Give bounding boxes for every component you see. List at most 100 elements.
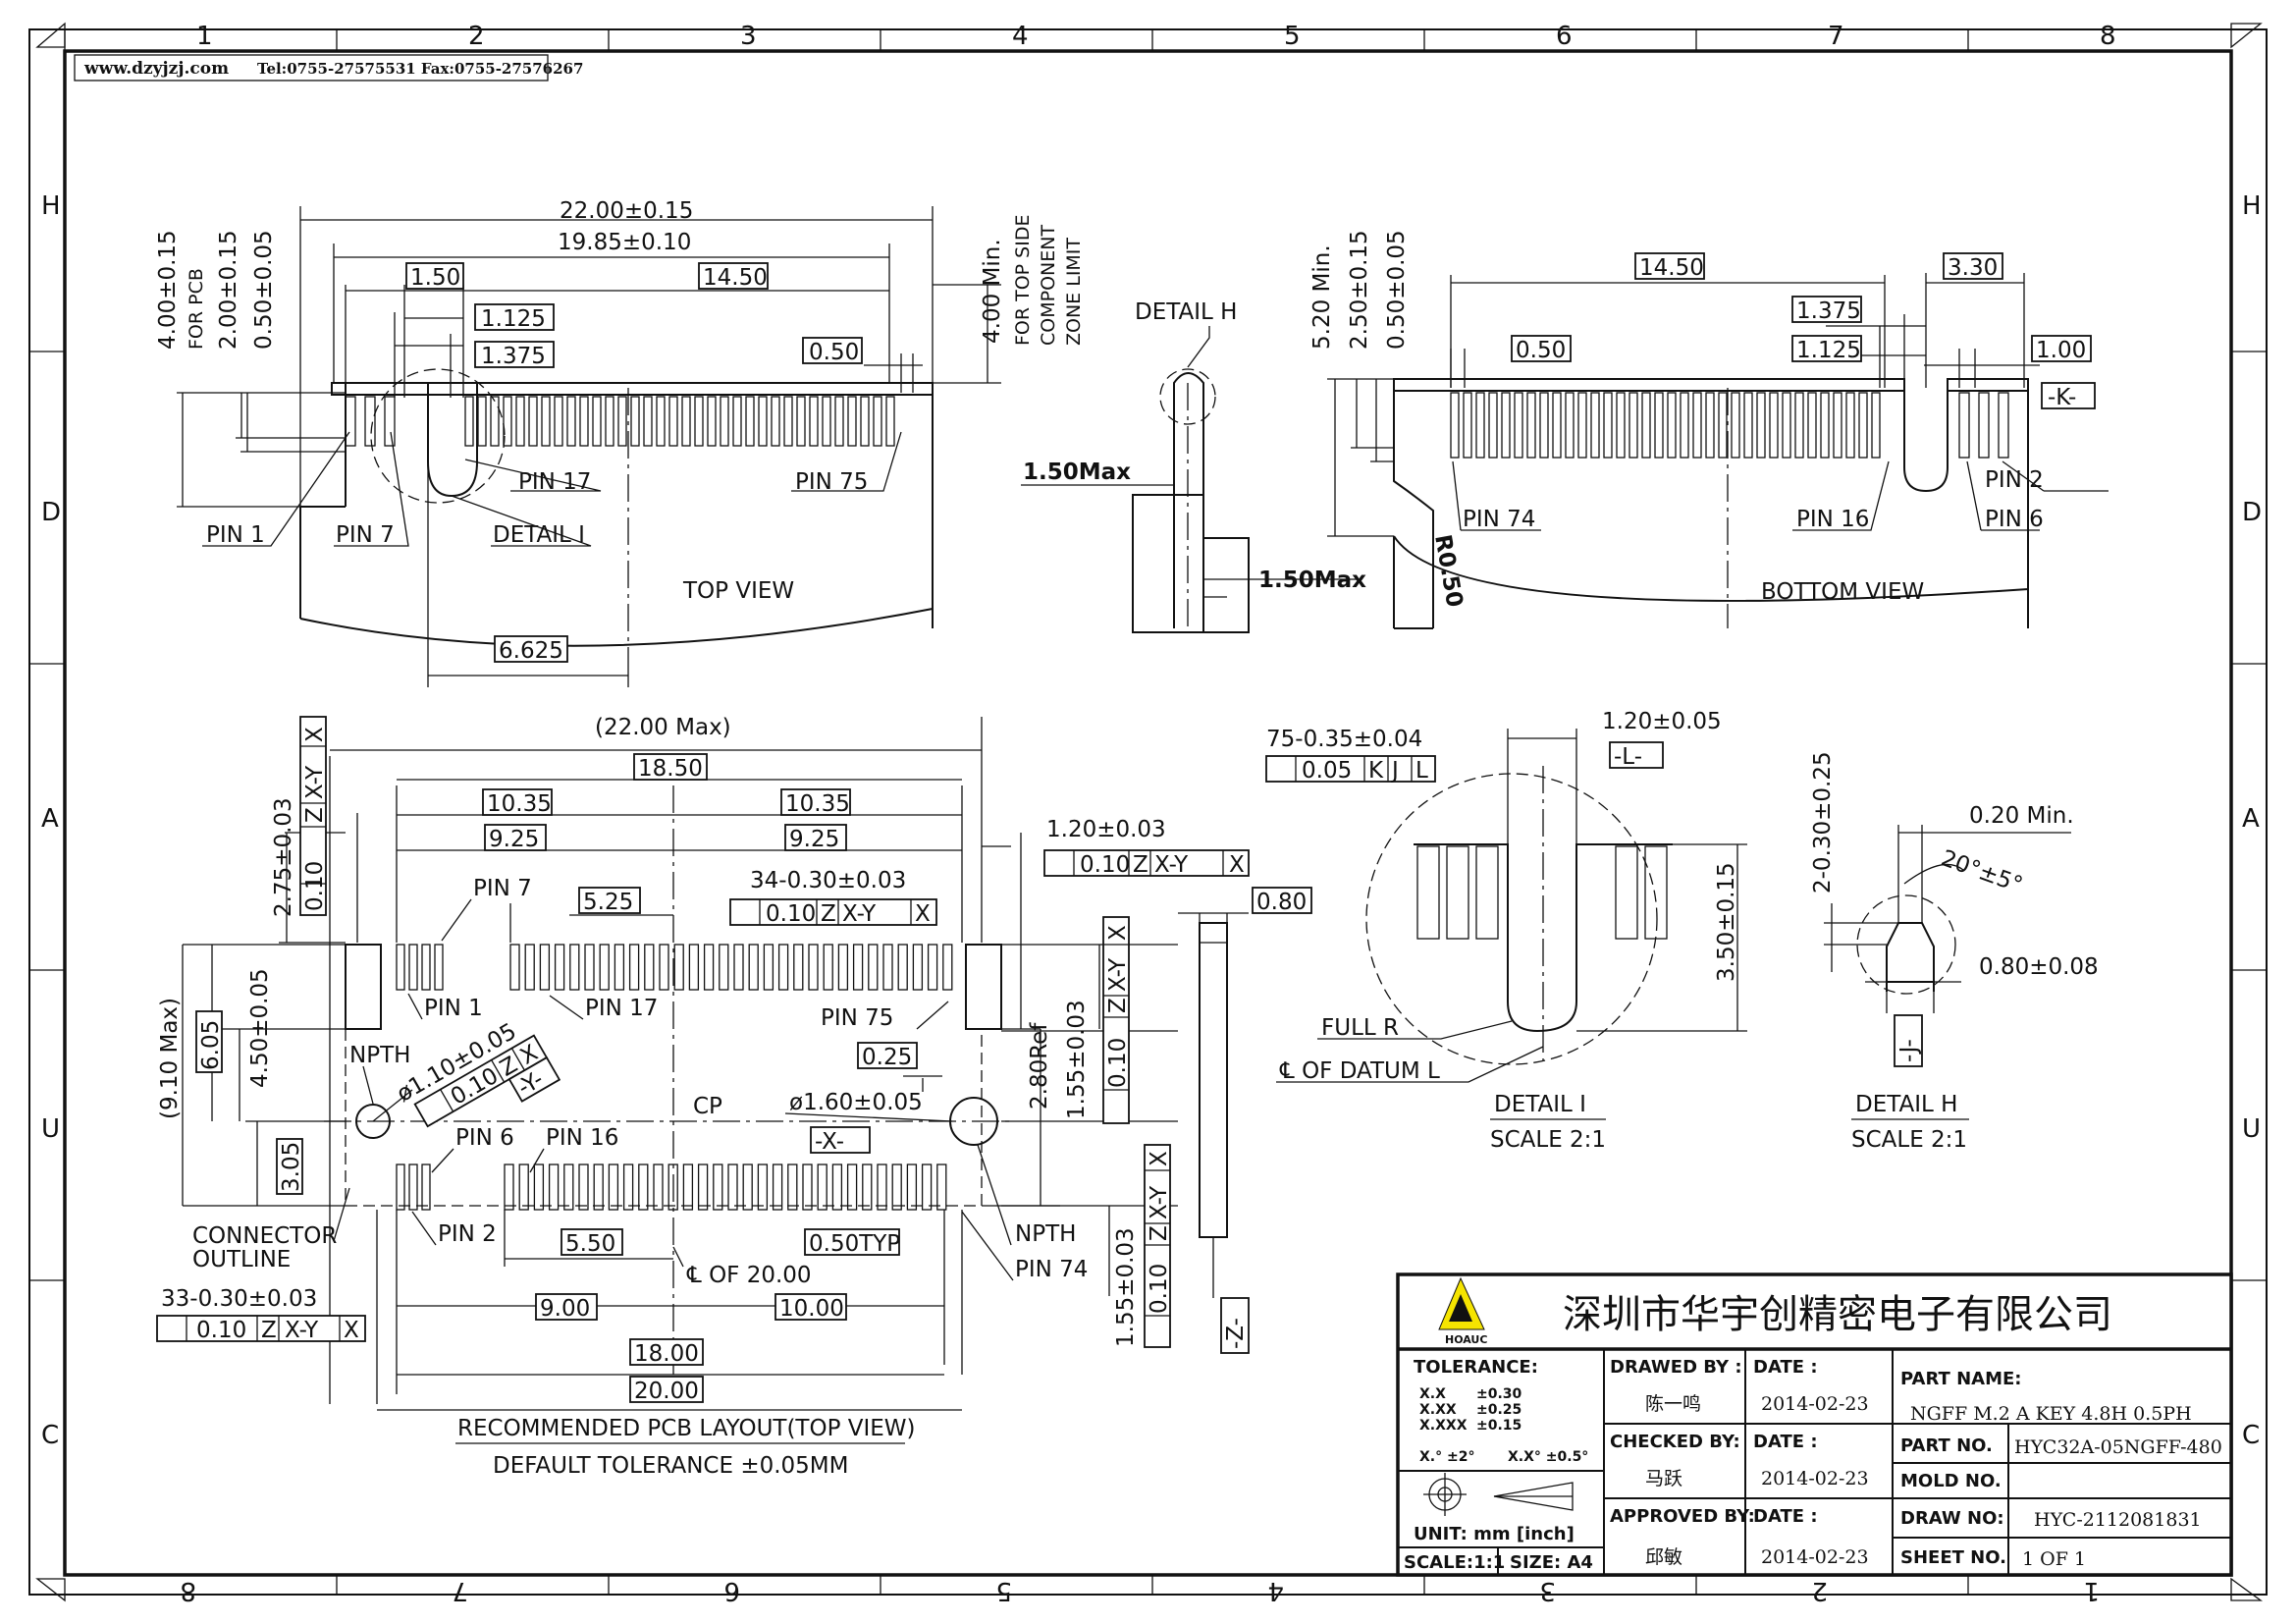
pcb-pad (554, 944, 565, 991)
checked-date: 2014-02-23 (1761, 1468, 1869, 1489)
pin-contact (873, 396, 882, 447)
pcb-dim-080: 0.80 (1256, 890, 1307, 915)
approved-date-label: DATE : (1753, 1506, 1818, 1527)
pcb-pad (408, 1164, 418, 1211)
pin-contact (1446, 845, 1469, 940)
dim-1450: 14.50 (703, 265, 768, 291)
pcb-label-pin16: PIN 16 (546, 1125, 618, 1151)
fcf-detail-i: 0.05 K J L (1265, 755, 1436, 784)
pcb-pad (936, 1164, 947, 1211)
pin-contact (1718, 392, 1728, 459)
sheet-no-value: 1 OF 1 (2022, 1548, 2086, 1570)
pin-contact (745, 396, 755, 447)
fcf-z: Z (302, 807, 328, 823)
pcb-dim-1800: 18.00 (634, 1341, 699, 1367)
dim-400: 4.00±0.15 (155, 230, 181, 350)
pcb-pad (421, 1164, 431, 1211)
fcf-tol: 0.10 (766, 901, 816, 927)
contact-text: Tel:0755-27575531 Fax:0755-27576267 (257, 60, 583, 78)
fcf-right-vertical-2: 0.10 Z X-Y X (1144, 1144, 1172, 1348)
pcb-pad (802, 1164, 813, 1211)
part-name-label: PART NAME: (1900, 1369, 2021, 1389)
pcb-pad (593, 1164, 604, 1211)
fcf-x: X (344, 1318, 359, 1343)
fcf-x: X (1147, 1151, 1172, 1166)
pcb-pad (787, 1164, 798, 1211)
dim-050v: 0.50±0.05 (251, 230, 277, 350)
pcb-pad (682, 1164, 694, 1211)
pcb-pad (891, 1164, 902, 1211)
pin-contact (1692, 392, 1702, 459)
fcf-x: X (1105, 925, 1131, 941)
detail-i-title: DETAIL I (1494, 1092, 1586, 1117)
sheet-no-label: SHEET NO. (1900, 1547, 2006, 1568)
pcb-pad (578, 1164, 589, 1211)
fcf-x: X (1229, 852, 1245, 878)
pcb-pad (727, 1164, 738, 1211)
pin-contact (1488, 392, 1498, 459)
fcf-z: Z (1133, 852, 1148, 878)
pin-contact (1501, 392, 1511, 459)
fcf-tol: 0.05 (1302, 758, 1352, 784)
pin-contact (707, 396, 717, 447)
bv-dim-250: 2.50±0.15 (1347, 230, 1372, 350)
bv-dim-520: 5.20 Min. (1309, 244, 1335, 350)
pin-contact (617, 396, 627, 447)
bv-dim-1450: 14.50 (1639, 255, 1704, 281)
pcb-pad (421, 944, 431, 991)
col-label: 5 (1284, 22, 1301, 51)
bv-dim-050v: 0.50±0.05 (1384, 230, 1410, 350)
col-label: 6 (1556, 22, 1573, 51)
pcb-dim-1035b: 10.35 (785, 791, 850, 817)
datum-l: -L- (1614, 744, 1642, 770)
pin-contact (783, 396, 793, 447)
pin-contact (490, 396, 500, 447)
bv-dim-1375: 1.375 (1796, 298, 1861, 324)
pin-contact (720, 396, 729, 447)
dim-1125: 1.125 (481, 306, 546, 332)
pcb-pad (703, 944, 715, 991)
tol-angle-2: X.X° ±0.5° (1508, 1449, 1588, 1465)
fcf-l: L (1415, 758, 1428, 784)
pcb-dim-550: 5.50 (565, 1231, 615, 1257)
for-pcb-note: FOR PCB (186, 268, 207, 350)
pcb-dim-925b: 9.25 (789, 827, 839, 852)
detail-h-angle: 20°±5° (1938, 845, 2026, 898)
pcb-pad (518, 1164, 529, 1211)
approved-by-label: APPROVED BY: (1610, 1506, 1755, 1527)
dim-400min: 4.00 Min. (980, 239, 1005, 344)
pcb-dim-1000: 10.00 (779, 1296, 844, 1322)
size-label: SIZE: A4 (1510, 1552, 1593, 1573)
zone-note-3: ZONE LIMIT (1063, 238, 1085, 346)
pin-contact (834, 396, 844, 447)
col-label: 2 (1811, 1576, 1828, 1605)
dim-200: 2.00±0.15 (216, 230, 241, 350)
pcb-pad (757, 1164, 769, 1211)
row-label: D (2242, 498, 2262, 527)
pin-contact (1603, 392, 1613, 459)
pcb-pad (748, 944, 759, 991)
pcb-pad (569, 944, 580, 991)
row-label: U (2242, 1114, 2261, 1144)
row-label: H (2242, 191, 2262, 221)
pin-contact (1552, 392, 1562, 459)
title-block: HOAUC 深圳市华宇创精密电子有限公司 TOLERANCE: X.X ±0.3… (1396, 1272, 2233, 1577)
tol-row-val: ±0.30 (1476, 1386, 1522, 1402)
pcb-pad (548, 1164, 560, 1211)
pin-contact (643, 396, 653, 447)
column-labels-bottom: 8 7 6 5 4 3 2 1 (180, 1576, 2100, 1605)
pin-contact (477, 396, 487, 447)
bv-dim-330: 3.30 (1948, 255, 1998, 281)
datum-x: -X- (815, 1129, 844, 1155)
zone-note-1: FOR TOP SIDE (1012, 215, 1034, 346)
row-label: C (41, 1421, 59, 1450)
row-label: C (2242, 1421, 2260, 1450)
tol-row-key: X.XX (1419, 1402, 1457, 1418)
row-label: D (41, 498, 61, 527)
fcf-k: K (1368, 758, 1384, 784)
pcb-pad (942, 944, 953, 991)
fcf-right-vertical-1: 0.10 Z X-Y X (1102, 916, 1131, 1124)
pcb-label-npth2: NPTH (1015, 1221, 1076, 1247)
pcb-dim-525: 5.25 (583, 890, 633, 915)
